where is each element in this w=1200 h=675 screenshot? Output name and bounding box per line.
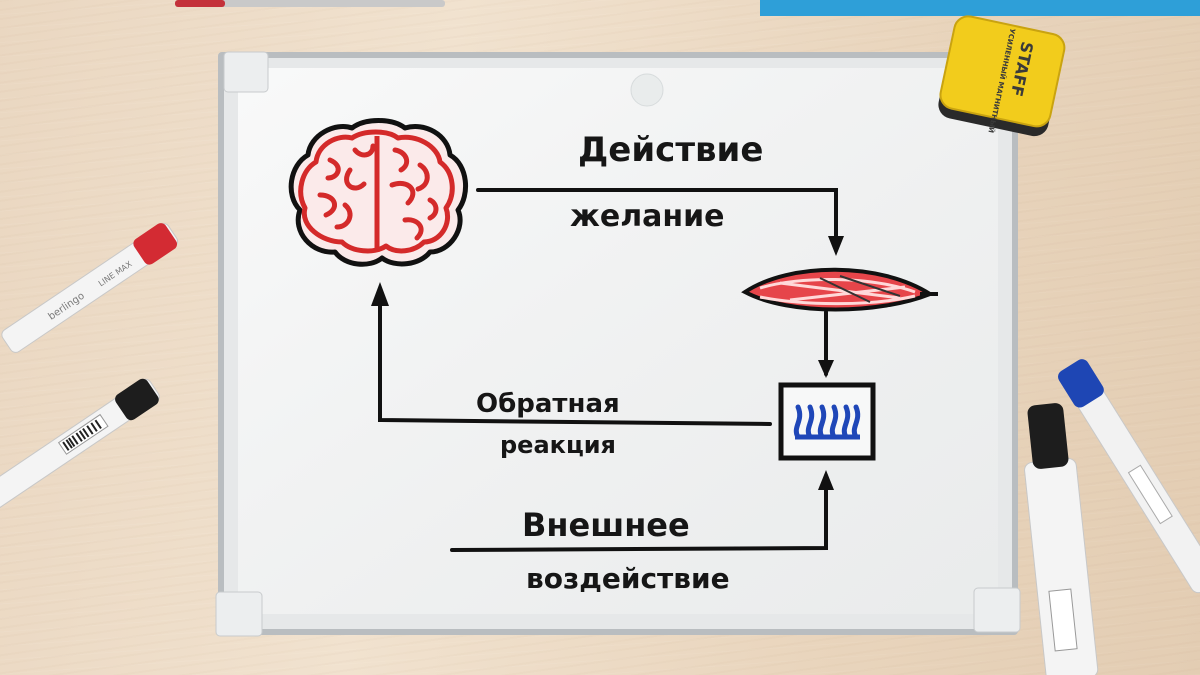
arrow-external-to-receptor (450, 474, 828, 552)
marker-red: berlingo LINE MAX (1, 223, 179, 353)
eraser: STAFF УСИЛЕННЫЙ МАГНИТНЫЙ (938, 15, 1066, 137)
marker-black-left (0, 378, 160, 509)
frame-corner-bottom-left (215, 591, 263, 637)
label-desire: желание (570, 199, 725, 234)
marker-blue-cap (1058, 359, 1104, 408)
marker-red-cap (133, 223, 178, 265)
label-feedback-line1: Обратная (476, 389, 620, 419)
brain-icon (288, 118, 469, 267)
marker-black-right (1024, 403, 1099, 675)
frame-corner-bottom-right (973, 587, 1021, 633)
muscle-icon (741, 267, 938, 312)
top-marker (175, 0, 445, 7)
flow-arrows (371, 188, 844, 552)
label-external-line1: Внешнее (522, 506, 690, 544)
label-action: Действие (578, 130, 763, 170)
arrow-brain-to-muscle (476, 188, 838, 252)
blue-folder-edge (760, 0, 1200, 16)
receptor-box-icon (778, 382, 876, 461)
frame-corner-top-left (223, 51, 269, 93)
label-feedback-line2: реакция (500, 431, 616, 459)
board-hanger (630, 73, 664, 107)
barcode-icon-right (1048, 588, 1078, 652)
marker-black-right-cap (1027, 403, 1069, 469)
marker-blue (1058, 359, 1200, 594)
label-external-line2: воздействие (526, 562, 730, 595)
arrow-feedback-to-brain (378, 288, 772, 426)
